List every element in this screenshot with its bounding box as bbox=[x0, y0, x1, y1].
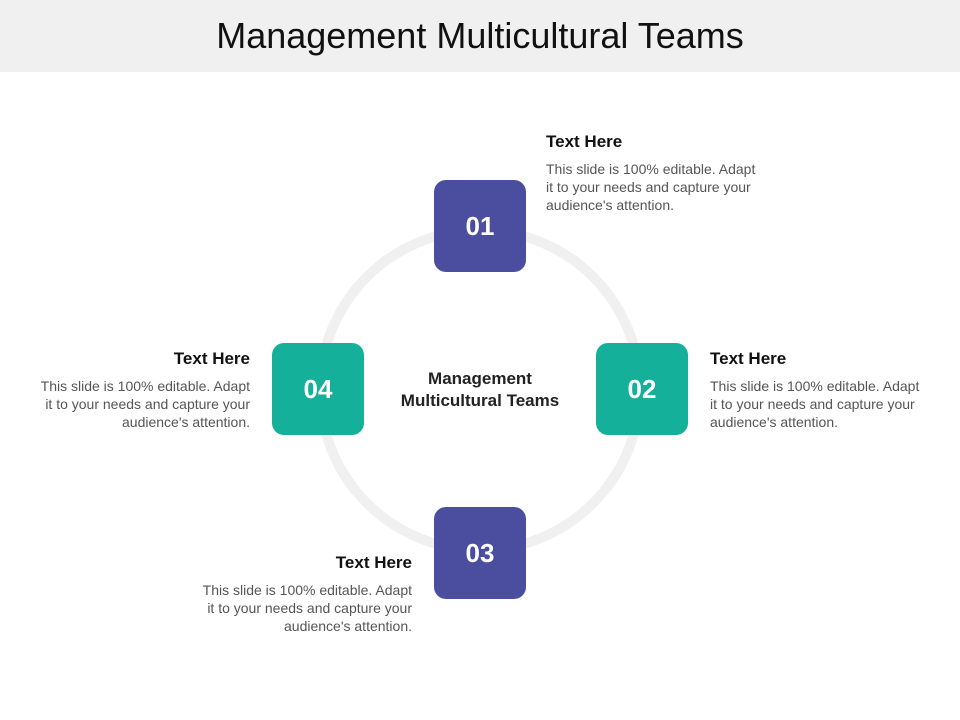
callout-02: Text Here This slide is 100% editable. A… bbox=[710, 349, 935, 431]
callout-line: it to your needs and capture your bbox=[710, 396, 915, 412]
callout-line: it to your needs and capture your bbox=[207, 600, 412, 616]
step-box-03: 03 bbox=[434, 507, 526, 599]
callout-01: Text Here This slide is 100% editable. A… bbox=[546, 132, 771, 214]
step-number-04: 04 bbox=[303, 373, 333, 404]
callout-line: audience's attention. bbox=[122, 414, 250, 430]
center-label-line2: Multicultural Teams bbox=[400, 391, 560, 410]
page-title: Management Multicultural Teams bbox=[216, 15, 744, 56]
callout-line: it to your needs and capture your bbox=[45, 396, 250, 412]
callout-line: audience's attention. bbox=[284, 618, 412, 634]
callout-line: This slide is 100% editable. Adapt bbox=[546, 161, 756, 177]
callout-body: This slide is 100% editable. Adapt it to… bbox=[187, 581, 412, 635]
callout-line: This slide is 100% editable. Adapt bbox=[40, 378, 250, 394]
callout-line: This slide is 100% editable. Adapt bbox=[710, 378, 920, 394]
center-label-line1: Management bbox=[428, 369, 532, 388]
callout-03: Text Here This slide is 100% editable. A… bbox=[187, 553, 412, 635]
callout-line: This slide is 100% editable. Adapt bbox=[202, 582, 412, 598]
title-bar: Management Multicultural Teams bbox=[0, 0, 960, 72]
callout-line: audience's attention. bbox=[546, 197, 674, 213]
step-box-02: 02 bbox=[596, 343, 688, 435]
step-box-01: 01 bbox=[434, 180, 526, 272]
step-number-02: 02 bbox=[627, 373, 657, 404]
center-label: Management Multicultural Teams bbox=[380, 368, 580, 412]
callout-04: Text Here This slide is 100% editable. A… bbox=[25, 349, 250, 431]
callout-heading: Text Here bbox=[335, 553, 412, 572]
callout-body: This slide is 100% editable. Adapt it to… bbox=[25, 377, 250, 431]
callout-heading: Text Here bbox=[173, 349, 250, 368]
step-number-03: 03 bbox=[465, 537, 495, 568]
callout-heading: Text Here bbox=[710, 349, 787, 368]
callout-body: This slide is 100% editable. Adapt it to… bbox=[710, 377, 935, 431]
step-number-01: 01 bbox=[465, 210, 495, 241]
callout-line: audience's attention. bbox=[710, 414, 838, 430]
callout-line: it to your needs and capture your bbox=[546, 179, 751, 195]
step-box-04: 04 bbox=[272, 343, 364, 435]
callout-body: This slide is 100% editable. Adapt it to… bbox=[546, 160, 771, 214]
callout-heading: Text Here bbox=[546, 132, 623, 151]
